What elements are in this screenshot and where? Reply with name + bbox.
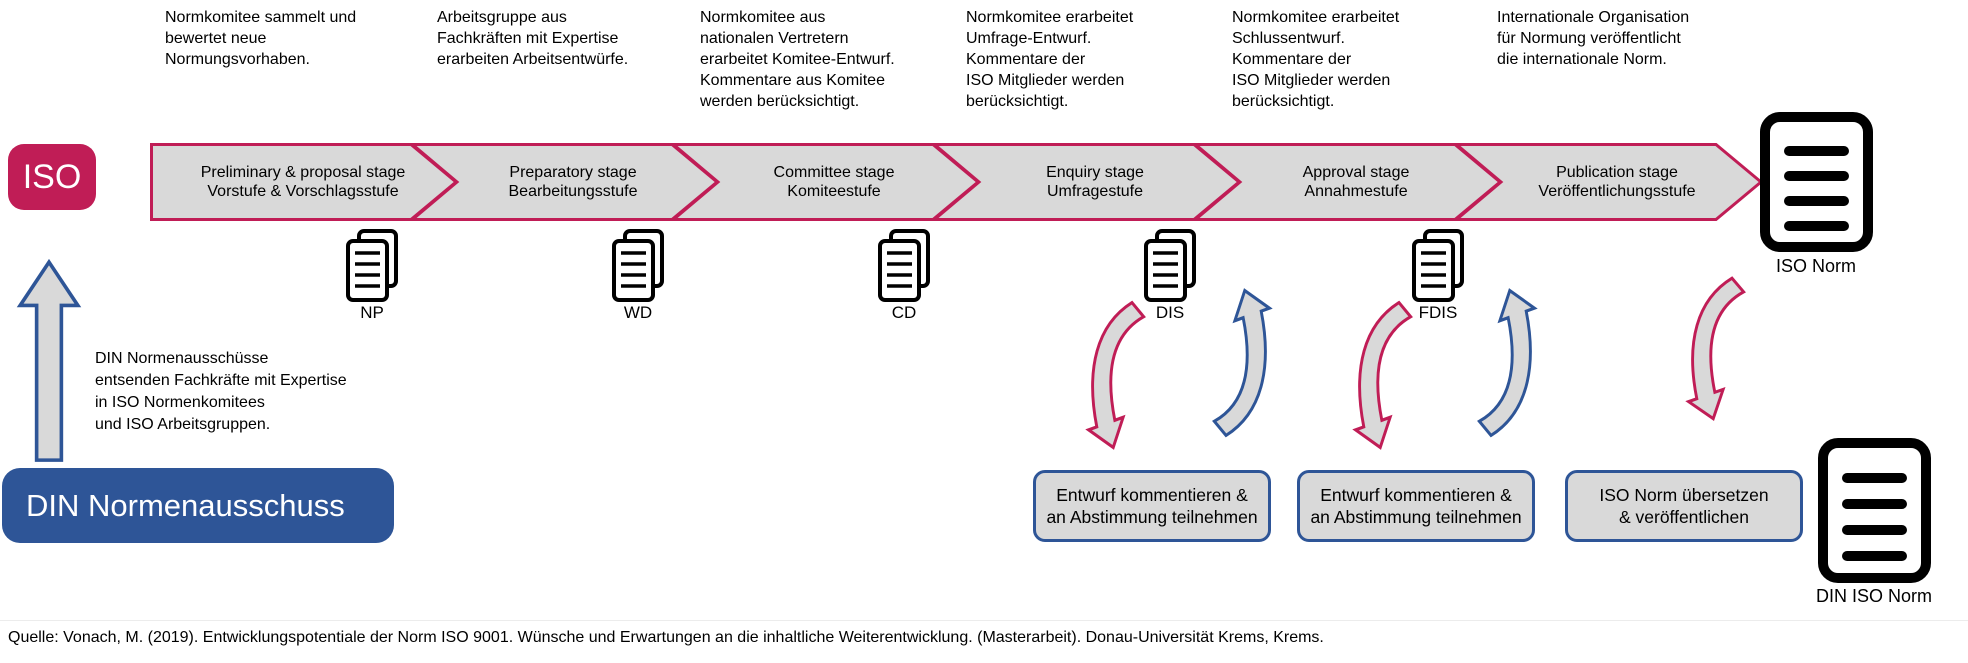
publication-arrow-down-icon — [1668, 266, 1748, 426]
din-normenausschuss-badge: DIN Normenausschuss — [2, 468, 394, 543]
iso-badge-label: ISO — [22, 157, 82, 196]
din-normenausschuss-label: DIN Normenausschuss — [26, 487, 345, 523]
stage-name-de: Veröffentlichungsstufe — [1538, 183, 1696, 200]
document-label-np: NP — [360, 303, 384, 322]
note-committee-stage: Normkomitee aus nationalen Vertretern er… — [700, 9, 895, 110]
stage-name-de: Bearbeitungsstufe — [508, 183, 638, 200]
action-box-comment-vote-1: Entwurf kommentieren & an Abstimmung tei… — [1033, 470, 1271, 542]
din-iso-norm-document-icon — [1818, 438, 1931, 583]
note-approval-stage: Normkomitee erarbeitet Schlussentwurf. K… — [1232, 9, 1400, 110]
note-preparatory-stage: Arbeitsgruppe aus Fachkräften mit Expert… — [437, 9, 629, 68]
note-enquiry-stage: Normkomitee erarbeitet Umfrage-Entwurf. … — [966, 9, 1134, 110]
stage-name-en: Preliminary & proposal stage — [200, 163, 406, 181]
document-label-cd: CD — [891, 303, 917, 322]
stage-chevron-publication: Publication stage Veröffentlichungsstufe — [1455, 143, 1763, 221]
document-stack-icon — [876, 228, 932, 304]
document-stack-icon — [344, 228, 400, 304]
document-label-fdis: FDIS — [1418, 303, 1458, 322]
stage-name-de: Umfragestufe — [1046, 183, 1144, 200]
action-box-comment-vote-2: Entwurf kommentieren & an Abstimmung tei… — [1297, 470, 1535, 542]
feedback-arrow-down-icon — [1335, 290, 1415, 455]
stage-name-en: Approval stage — [1302, 163, 1410, 181]
iso-badge: ISO — [8, 144, 96, 210]
feedback-arrow-up-icon — [1475, 283, 1555, 448]
document-stack-icon — [1410, 228, 1466, 304]
document-label-wd: WD — [623, 303, 653, 322]
stage-name-en: Publication stage — [1556, 163, 1678, 181]
din-note: DIN Normenausschüsse entsenden Fachkräft… — [95, 350, 347, 433]
feedback-arrow-up-icon — [1210, 283, 1290, 448]
document-stack-icon — [610, 228, 666, 304]
stage-name-en: Committee stage — [773, 163, 895, 181]
note-preliminary-stage: Normkomitee sammelt und bewertet neue No… — [165, 9, 357, 68]
stage-chevron-preliminary: Preliminary & proposal stage Vorstufe & … — [150, 143, 458, 221]
din-iso-norm-label: DIN ISO Norm — [1815, 586, 1932, 606]
note-publication-stage: Internationale Organisation für Normung … — [1497, 9, 1690, 68]
stage-name-de: Vorstufe & Vorschlagsstufe — [207, 183, 399, 200]
stage-name-de: Annahmestufe — [1304, 183, 1408, 200]
stage-name-en: Preparatory stage — [509, 163, 637, 181]
iso-norm-label: ISO Norm — [1775, 256, 1856, 276]
iso-norm-document-icon — [1760, 112, 1873, 252]
action-box-translate-publish: ISO Norm übersetzen & veröffentlichen — [1565, 470, 1803, 542]
stage-name-en: Enquiry stage — [1046, 163, 1144, 181]
stage-chevron-preparatory: Preparatory stage Bearbeitungsstufe — [411, 143, 719, 221]
document-stack-icon — [1142, 228, 1198, 304]
source-citation: Quelle: Vonach, M. (2019). Entwicklungsp… — [8, 629, 1324, 646]
stage-name-de: Komiteestufe — [787, 183, 881, 200]
feedback-arrow-down-icon — [1068, 290, 1148, 455]
document-label-dis: DIS — [1155, 303, 1185, 322]
din-to-iso-arrow-icon — [16, 258, 82, 462]
divider-line — [0, 620, 1968, 621]
chevron-shape-icon — [1455, 143, 1763, 221]
